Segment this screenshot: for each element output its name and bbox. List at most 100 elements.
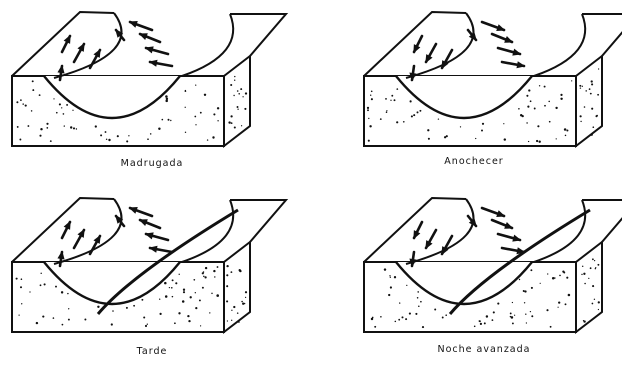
stipple-dot <box>179 274 180 275</box>
stipple-dot <box>233 306 235 308</box>
stipple-dot <box>384 268 386 270</box>
right-plateau-edge <box>230 200 286 242</box>
stipple-dot <box>592 126 594 128</box>
stipple-dot <box>588 278 589 279</box>
stipple-dot <box>128 135 129 136</box>
stipple-dot <box>445 314 447 316</box>
stipple-dot <box>592 303 594 305</box>
stipple-dot <box>239 270 241 272</box>
stipple-dot <box>112 310 114 312</box>
stipple-dot <box>39 94 41 96</box>
stipple-dot <box>406 285 407 286</box>
stipple-dot <box>585 90 587 92</box>
stipple-dot <box>418 306 420 308</box>
stipple-dot <box>446 135 448 137</box>
stipple-dot <box>53 98 54 99</box>
stipple-dot <box>111 323 113 325</box>
stipple-dot <box>546 309 548 311</box>
stipple-dot <box>598 301 600 303</box>
stipple-dot <box>170 120 171 121</box>
panel-tarde: Tarde <box>0 186 311 365</box>
side-face <box>224 242 250 332</box>
stipple-dot <box>68 308 69 309</box>
stipple-dot <box>544 86 546 88</box>
stipple-dot <box>389 275 390 276</box>
stipple-dot <box>59 103 61 105</box>
stipple-dot <box>386 110 387 111</box>
stipple-dot <box>590 267 592 269</box>
stipple-dot <box>531 315 533 317</box>
stipple-dot <box>213 270 215 272</box>
stipple-dot <box>594 299 595 300</box>
stipple-dot <box>510 316 511 317</box>
wind-arrow <box>149 60 172 67</box>
stipple-dot <box>528 141 529 142</box>
stipple-dot <box>234 126 236 128</box>
side-face <box>576 56 602 146</box>
wind-arrow <box>498 234 521 242</box>
stipple-dot <box>231 310 232 311</box>
right-plateau-edge <box>582 200 622 242</box>
stipple-dot <box>371 98 373 100</box>
stipple-dot <box>595 115 597 117</box>
stipple-dot <box>183 291 185 293</box>
stipple-dot <box>185 132 186 133</box>
stipple-dot <box>204 94 206 96</box>
stipple-dot <box>68 319 70 321</box>
stipple-dot <box>566 277 568 279</box>
stipple-dot <box>592 258 594 260</box>
stipple-dot <box>200 112 202 114</box>
stipple-dot <box>238 321 240 323</box>
stipple-dot <box>73 127 75 129</box>
stipple-dot <box>536 140 538 142</box>
stipple-dot <box>193 279 195 281</box>
stipple-dot <box>126 307 128 309</box>
stipple-dot <box>213 113 215 115</box>
arrow-head <box>504 36 513 43</box>
wind-arrow <box>74 43 85 62</box>
stipple-dot <box>195 292 196 293</box>
stipple-dot <box>211 293 212 294</box>
stipple-dot <box>159 313 161 315</box>
stipple-dot <box>172 296 174 298</box>
stipple-dot <box>227 320 228 321</box>
stipple-dot <box>386 111 388 113</box>
stipple-dot <box>460 126 461 127</box>
stipple-dot <box>245 291 247 293</box>
stipple-dot <box>413 114 415 116</box>
stipple-dot <box>598 309 599 310</box>
stipple-dot <box>50 140 52 142</box>
stipple-dot <box>199 299 201 301</box>
stipple-dot <box>166 98 168 100</box>
stipple-dot <box>403 121 405 123</box>
stipple-dot <box>527 106 529 108</box>
stipple-dot <box>592 285 594 287</box>
stipple-dot <box>187 315 189 317</box>
stipple-dot <box>44 283 46 285</box>
stipple-dot <box>486 315 488 317</box>
stipple-dot <box>20 99 22 101</box>
stipple-dot <box>245 297 246 298</box>
stipple-dot <box>29 291 30 292</box>
stipple-dot <box>512 302 513 303</box>
stipple-dot <box>563 272 565 274</box>
stipple-dot <box>419 110 421 112</box>
stipple-dot <box>46 127 48 129</box>
stipple-dot <box>241 125 242 126</box>
stipple-dot <box>474 326 476 328</box>
stipple-dot <box>493 311 495 313</box>
stipple-dot <box>202 287 204 289</box>
stipple-dot <box>475 138 476 139</box>
wind-arrows <box>409 22 525 81</box>
stipple-dot <box>95 125 97 127</box>
wind-arrow <box>145 232 168 240</box>
wind-arrow <box>413 36 422 53</box>
stipple-dot <box>182 300 185 303</box>
stipple-dot <box>190 296 192 298</box>
stipple-dot <box>598 68 599 69</box>
stipple-dot <box>534 108 536 110</box>
stipple-dot <box>518 108 520 110</box>
stipple-dot <box>230 115 232 117</box>
stipple-dot <box>539 85 540 86</box>
stipple-dot <box>590 93 592 95</box>
